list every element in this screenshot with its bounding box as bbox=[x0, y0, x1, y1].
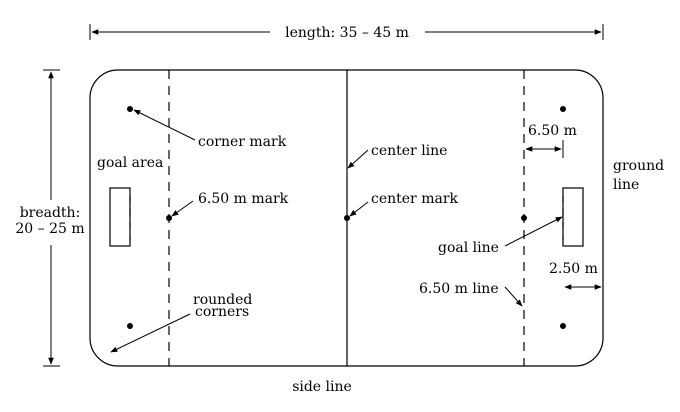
left-650-mark bbox=[166, 215, 172, 221]
mark-650-label: 6.50 m mark bbox=[198, 191, 289, 207]
corner-mark-label: corner mark bbox=[198, 134, 287, 150]
length-dimension: length: 35 – 45 m bbox=[89, 24, 604, 41]
mark-650-arrow bbox=[171, 200, 194, 217]
corner-mark-top-left bbox=[127, 106, 133, 112]
goal-area-label: goal area bbox=[97, 155, 163, 171]
center-line-arrow bbox=[347, 149, 369, 169]
corner-mark-arrow bbox=[133, 109, 196, 141]
center-mark-label: center mark bbox=[371, 191, 459, 207]
rounded-corners-label-line2: corners bbox=[195, 304, 249, 320]
dim-250-dimension: 2.50 m bbox=[549, 261, 602, 290]
center-mark bbox=[344, 215, 350, 221]
corner-mark-bottom-right bbox=[560, 323, 566, 329]
breadth-dimension: breadth: 20 – 25 m bbox=[15, 69, 85, 367]
breadth-label-line2: 20 – 25 m bbox=[15, 221, 84, 237]
right-goal-area bbox=[562, 187, 584, 247]
center-mark-arrow bbox=[349, 201, 369, 217]
goal-line-label: goal line bbox=[438, 240, 499, 256]
center-line-label: center line bbox=[371, 143, 447, 159]
dim-650-dimension: 6.50 m bbox=[525, 123, 577, 158]
breadth-label-line1: breadth: bbox=[20, 205, 81, 221]
dim-650-label: 6.50 m bbox=[528, 123, 577, 139]
ground-line-label-line1: ground bbox=[613, 158, 664, 174]
line-650-label: 6.50 m line bbox=[419, 281, 499, 297]
ground-line-label-line2: line bbox=[613, 177, 639, 193]
corner-mark-top-right bbox=[560, 106, 566, 112]
right-650-mark bbox=[521, 215, 527, 221]
line-650-arrow bbox=[504, 286, 523, 307]
rounded-corners-arrow bbox=[110, 313, 191, 353]
rounded-corners-label-line1: rounded bbox=[193, 292, 252, 308]
dim-250-label: 2.50 m bbox=[549, 261, 598, 277]
length-label: length: 35 – 45 m bbox=[285, 25, 409, 41]
goal-line-arrow bbox=[504, 216, 563, 247]
left-goal-area bbox=[109, 187, 131, 247]
corner-mark-bottom-left bbox=[127, 323, 133, 329]
side-line-label: side line bbox=[292, 379, 352, 395]
